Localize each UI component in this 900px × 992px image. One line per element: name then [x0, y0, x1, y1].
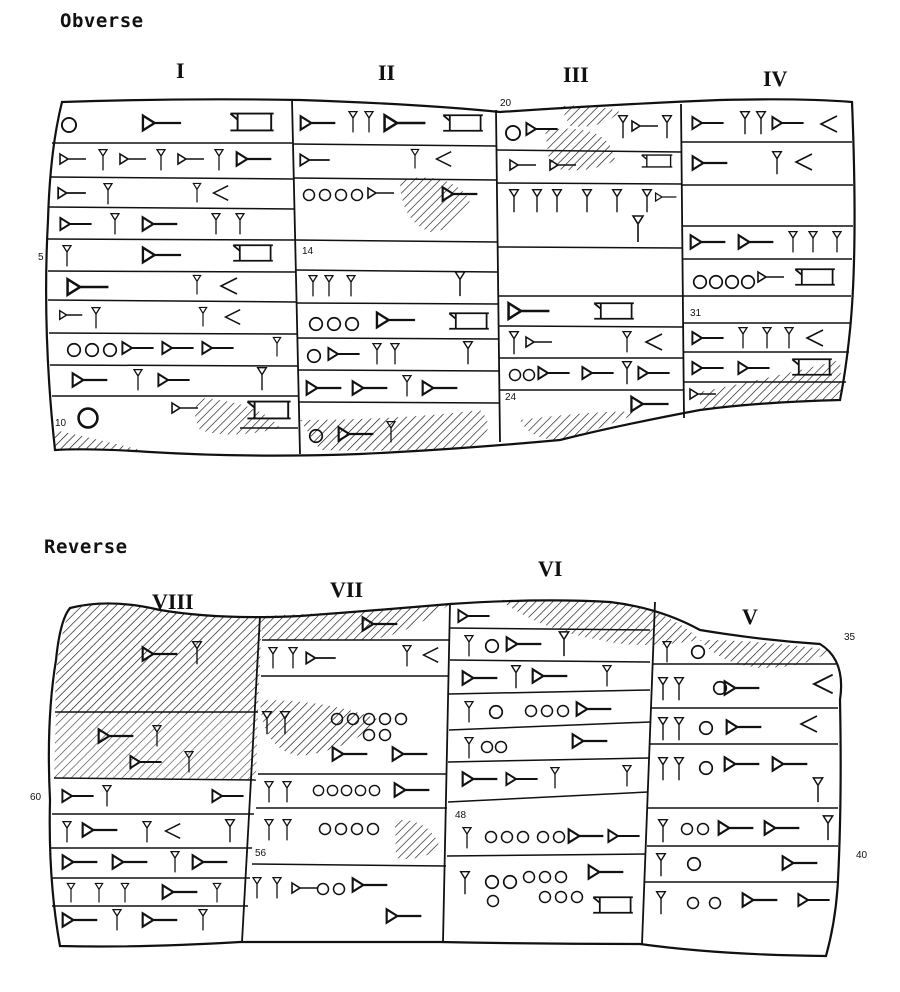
- obverse-column-heading-3: III: [563, 62, 589, 87]
- obverse-line-number-14: 14: [302, 246, 314, 257]
- reverse-column-heading-6: VI: [538, 556, 563, 581]
- reverse-line-number-40: 40: [856, 850, 868, 861]
- obverse-line-number-5: 5: [38, 252, 44, 263]
- obverse-column-heading-1: I: [176, 58, 185, 83]
- obverse-title: Obverse: [60, 10, 144, 32]
- reverse-line-number-60: 60: [30, 792, 42, 803]
- reverse-line-number-56: 56: [255, 848, 267, 859]
- obverse-line-number-31: 31: [690, 308, 702, 319]
- reverse-column-heading-5: V: [742, 604, 758, 629]
- reverse-line-number-48: 48: [455, 810, 467, 821]
- obverse-column-heading-2: II: [378, 60, 396, 85]
- reverse-column-heading-7: VII: [330, 577, 364, 602]
- obverse-line-number-24: 24: [505, 392, 517, 403]
- reverse-title: Reverse: [44, 536, 128, 558]
- obverse-line-number-20: 20: [500, 98, 512, 109]
- reverse-tablet-drawing: [47, 599, 843, 958]
- obverse-line-number-10: 10: [55, 418, 67, 429]
- obverse-tablet-drawing: [45, 98, 856, 457]
- reverse-line-number-35: 35: [844, 632, 856, 643]
- obverse-column-heading-4: IV: [763, 66, 788, 91]
- reverse-tablet-outline: [47, 599, 843, 958]
